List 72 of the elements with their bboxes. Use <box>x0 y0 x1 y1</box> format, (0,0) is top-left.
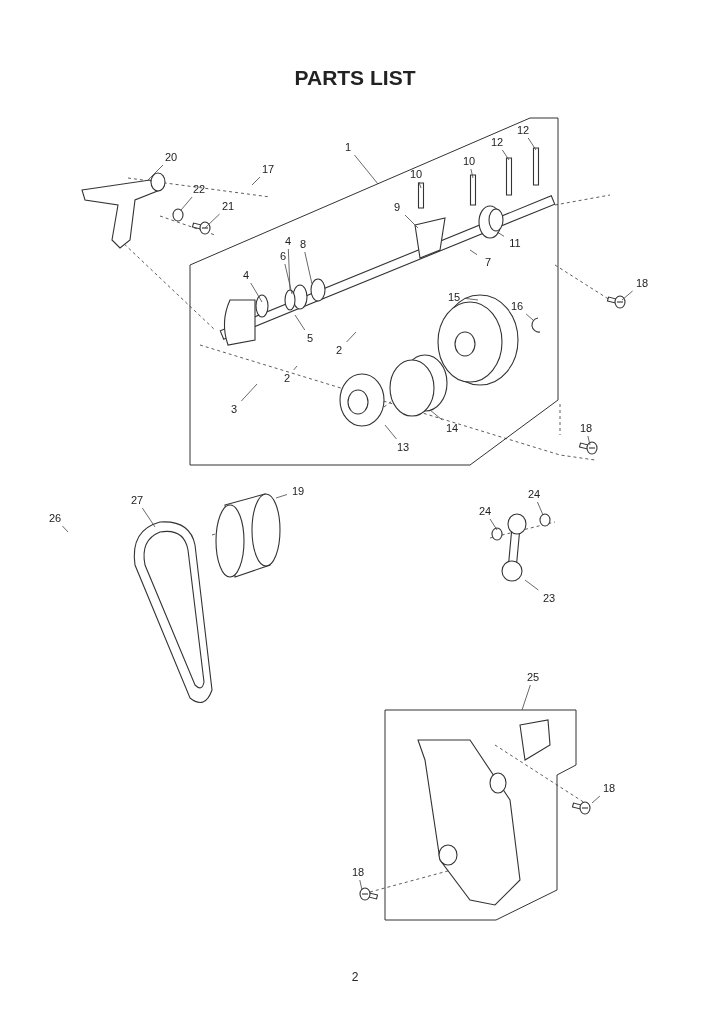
leader-line <box>470 168 474 179</box>
leader-line <box>621 290 633 301</box>
leader-line <box>527 137 537 151</box>
leader-line <box>501 149 510 161</box>
callout-number: 2 <box>277 371 297 385</box>
leader-line <box>204 213 221 229</box>
callout-number: 18 <box>632 276 652 290</box>
callout-number: 7 <box>478 255 498 269</box>
callout-number: 24 <box>524 487 544 501</box>
leader-line <box>359 879 363 891</box>
leader-line <box>429 409 443 421</box>
leader-line <box>141 507 156 528</box>
leader-line <box>384 424 397 440</box>
callout-number: 22 <box>189 182 209 196</box>
callout-number: 15 <box>444 290 464 304</box>
page-number: 2 <box>350 970 360 984</box>
leader-line <box>464 298 479 301</box>
callout-number: 6 <box>273 249 293 263</box>
callout-number: 24 <box>475 504 495 518</box>
leader-line <box>250 282 263 303</box>
leader-line <box>293 365 298 371</box>
leader-line <box>591 795 601 804</box>
callout-number: 9 <box>387 200 407 214</box>
leader-line <box>304 251 313 285</box>
leader-line <box>147 164 164 181</box>
leader-line <box>418 181 422 189</box>
leader-line <box>496 231 505 237</box>
leader-line <box>346 331 357 343</box>
leader-line <box>294 314 306 331</box>
callout-number: 19 <box>288 484 308 498</box>
leader-line <box>62 525 69 533</box>
leader-line <box>354 154 379 185</box>
callout-number: 2 <box>329 343 349 357</box>
leader-line <box>537 501 544 516</box>
callout-number: 10 <box>406 167 426 181</box>
callout-number: 5 <box>300 331 320 345</box>
page-title: PARTS LIST <box>293 66 417 90</box>
assembly-frame <box>190 118 558 465</box>
callout-number: 13 <box>393 440 413 454</box>
callout-number: 26 <box>45 511 65 525</box>
leader-line <box>404 214 419 229</box>
leader-line <box>489 518 498 531</box>
callout-number: 10 <box>459 154 479 168</box>
callout-number: 27 <box>127 493 147 507</box>
leader-line <box>251 176 261 186</box>
leader-line <box>240 383 258 402</box>
callout-number: 18 <box>599 781 619 795</box>
leader-line <box>284 263 293 295</box>
callout-number: 1 <box>338 140 358 154</box>
leader-line <box>525 313 534 321</box>
callout-number: 18 <box>348 865 368 879</box>
callout-number: 17 <box>258 162 278 176</box>
leader-line <box>521 684 531 711</box>
callout-number: 21 <box>218 199 238 213</box>
callout-number: 12 <box>487 135 507 149</box>
callout-number: 11 <box>505 236 525 250</box>
callout-number: 20 <box>161 150 181 164</box>
callout-number: 23 <box>539 591 559 605</box>
callout-number: 25 <box>523 670 543 684</box>
leader-line <box>469 249 478 256</box>
callout-number: 12 <box>513 123 533 137</box>
leader-line <box>180 196 193 211</box>
callout-number: 4 <box>236 268 256 282</box>
callout-number: 18 <box>576 421 596 435</box>
callout-number: 14 <box>442 421 462 435</box>
leader-line <box>287 248 291 291</box>
leader-line <box>524 579 539 591</box>
leader-line <box>587 435 591 446</box>
callout-number: 16 <box>507 299 527 313</box>
assembly-frame <box>385 710 576 920</box>
leader-line <box>275 494 288 499</box>
callout-number: 3 <box>224 402 244 416</box>
